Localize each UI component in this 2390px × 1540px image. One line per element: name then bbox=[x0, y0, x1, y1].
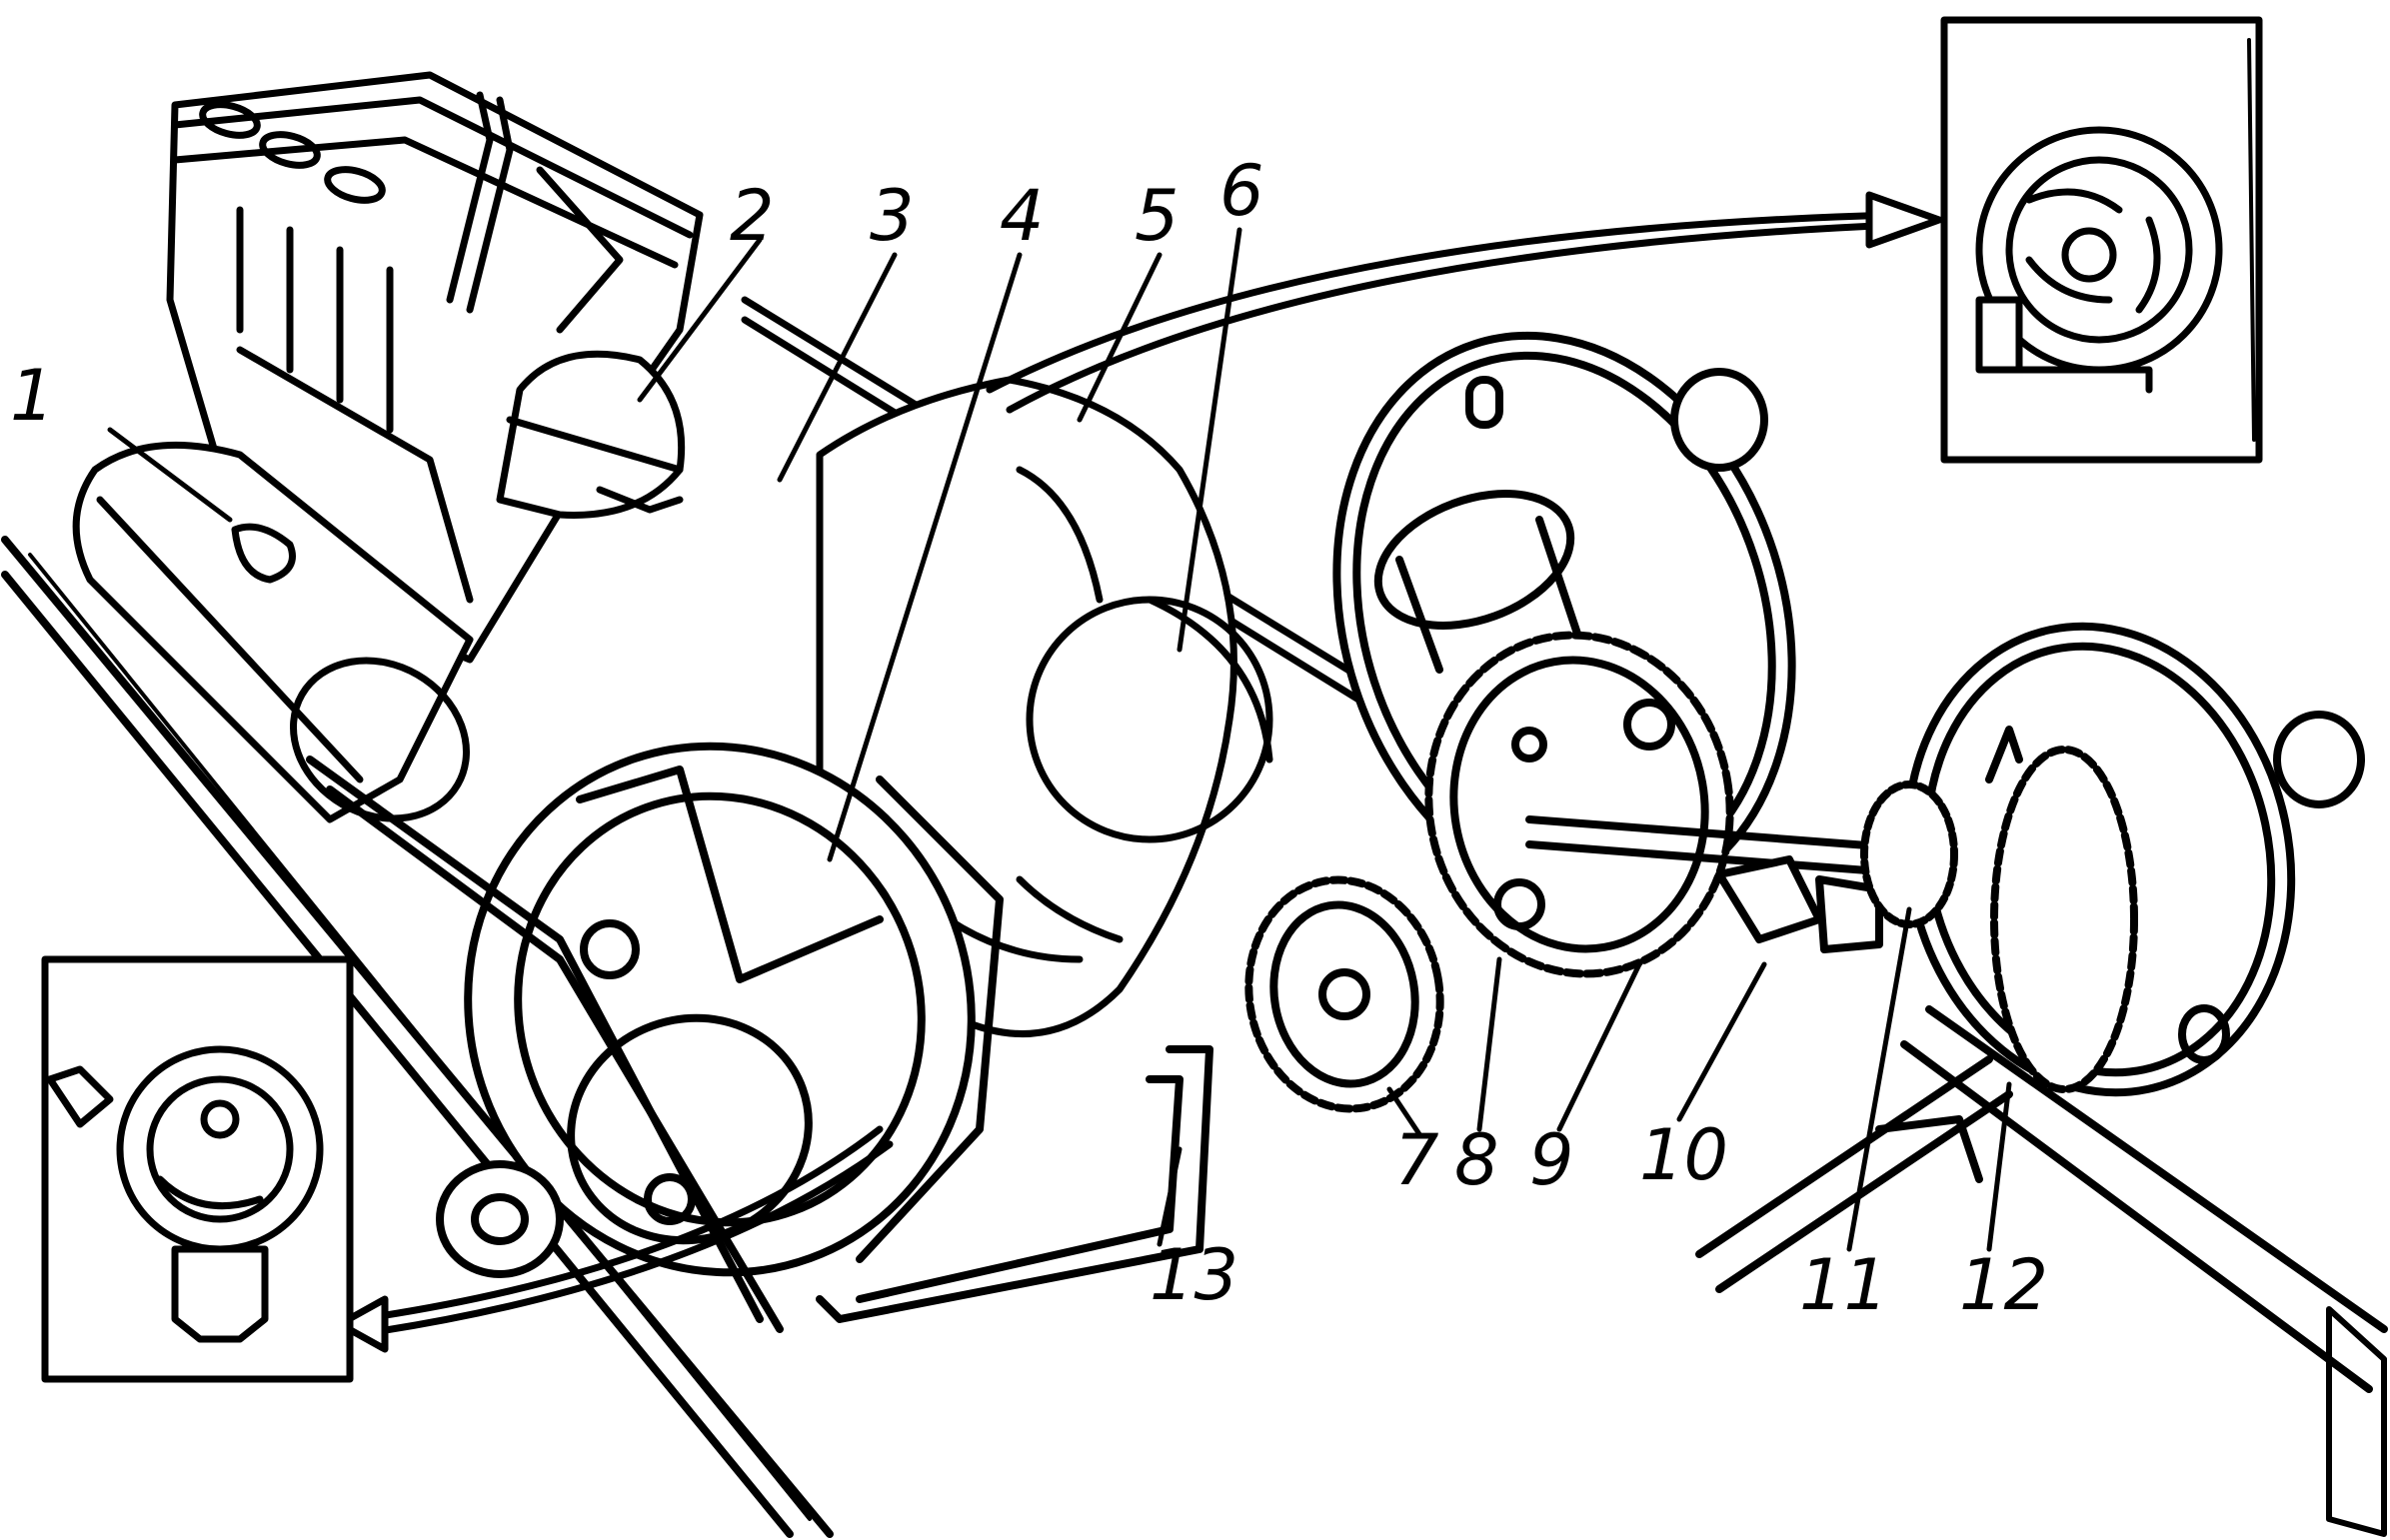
axle-shaft bbox=[1525, 815, 1923, 953]
flywheel-housing bbox=[436, 742, 1004, 1278]
label-1: 1 bbox=[10, 355, 55, 437]
oil-pipes bbox=[306, 756, 1213, 1333]
inset-lower-left bbox=[41, 955, 354, 1383]
label-5: 5 bbox=[1135, 175, 1180, 257]
leader-lines bbox=[107, 227, 2012, 1252]
label-4: 4 bbox=[1000, 175, 1045, 257]
large-wheel-lower bbox=[1860, 622, 2365, 1097]
pump-housing-2 bbox=[496, 350, 686, 519]
inset-upper-right bbox=[1940, 16, 2263, 464]
gear-7 bbox=[1244, 875, 1444, 1113]
label-9: 9 bbox=[1529, 1119, 1574, 1201]
label-12: 12 bbox=[1959, 1244, 2048, 1326]
axle-lower bbox=[1695, 1055, 2013, 1293]
label-2: 2 bbox=[730, 175, 775, 257]
label-13: 13 bbox=[1150, 1234, 1238, 1316]
label-6: 6 bbox=[1219, 150, 1264, 232]
label-8: 8 bbox=[1454, 1119, 1499, 1201]
gear-8 bbox=[1424, 631, 1734, 978]
flow-arrows bbox=[336, 191, 1943, 1353]
rail-right bbox=[1900, 1005, 2388, 1537]
label-3: 3 bbox=[870, 175, 915, 257]
label-7: 7 bbox=[1394, 1119, 1439, 1201]
callout-labels: 1 2 3 4 5 6 7 8 9 10 11 12 13 bbox=[10, 150, 2048, 1326]
label-10: 10 bbox=[1639, 1114, 1728, 1196]
rail-left bbox=[1, 536, 834, 1538]
label-11: 11 bbox=[1799, 1244, 1888, 1326]
